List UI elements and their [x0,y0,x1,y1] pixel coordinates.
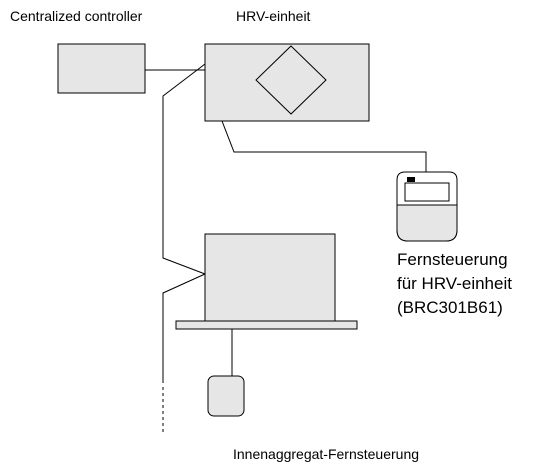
hrv-unit-box [204,43,370,122]
transmission-wiring [145,63,206,383]
hrv-remote-label-line1: Fernsteuerung [397,250,508,269]
centralized-controller-label: Centralized controller [10,8,143,24]
remote-display-screen [404,182,450,202]
hrv-remote-label: Fernsteuerung für HRV-einheit (BRC301B61… [397,248,512,320]
indoor-remote-controller [207,375,245,417]
hrv-remote-controller [396,171,458,242]
hrv-remote-wiring [221,120,427,172]
hrv-unit-label: HRV-einheit [236,8,311,24]
hrv-remote-label-line3: (BRC301B61) [397,298,503,317]
indoor-remote-label: Innenaggregat-Fernsteuerung [233,446,420,462]
centralized-controller-box [57,43,146,94]
indoor-unit-panel [175,320,358,330]
remote-indicator-light [407,177,415,182]
hrv-remote-label-line2: für HRV-einheit [397,274,512,293]
indoor-unit-box [204,233,336,322]
heat-exchanger-diamond [255,45,327,115]
